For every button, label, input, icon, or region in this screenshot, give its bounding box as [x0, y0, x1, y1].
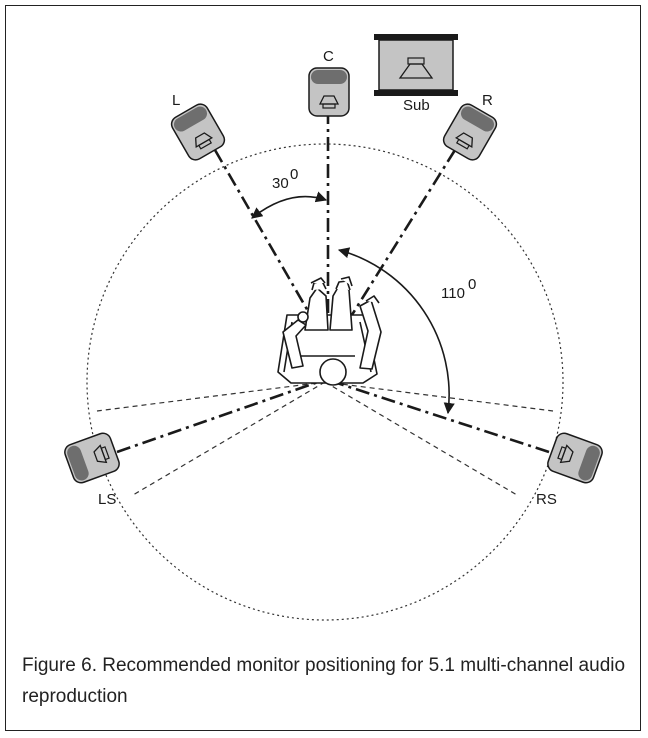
speaker-icon — [547, 432, 603, 484]
figure-caption: Figure 6. Recommended monitor positionin… — [22, 655, 626, 707]
angle-arc-30 — [251, 191, 328, 219]
angle-arc-110 — [337, 247, 455, 415]
figure-frame — [5, 5, 641, 731]
label-right-surround: RS — [536, 491, 557, 508]
speaker-icon — [170, 103, 226, 161]
label-center: C — [323, 48, 334, 65]
label-left: L — [172, 92, 180, 109]
label-subwoofer: Sub — [403, 97, 430, 114]
surround-range-lines — [96, 381, 554, 496]
speaker-icon — [308, 67, 350, 117]
angle-label-30: 30 — [272, 175, 289, 192]
speaker-icon — [442, 103, 498, 161]
label-right: R — [482, 92, 493, 109]
degree-mark-110: 0 — [468, 276, 476, 293]
listener-icon — [277, 276, 382, 386]
listening-circle — [86, 143, 564, 621]
degree-mark-30: 0 — [290, 166, 298, 183]
label-left-surround: LS — [98, 491, 116, 508]
subwoofer-icon — [374, 34, 458, 96]
angle-label-110: 110 — [441, 285, 465, 302]
speaker-icon — [64, 432, 120, 484]
